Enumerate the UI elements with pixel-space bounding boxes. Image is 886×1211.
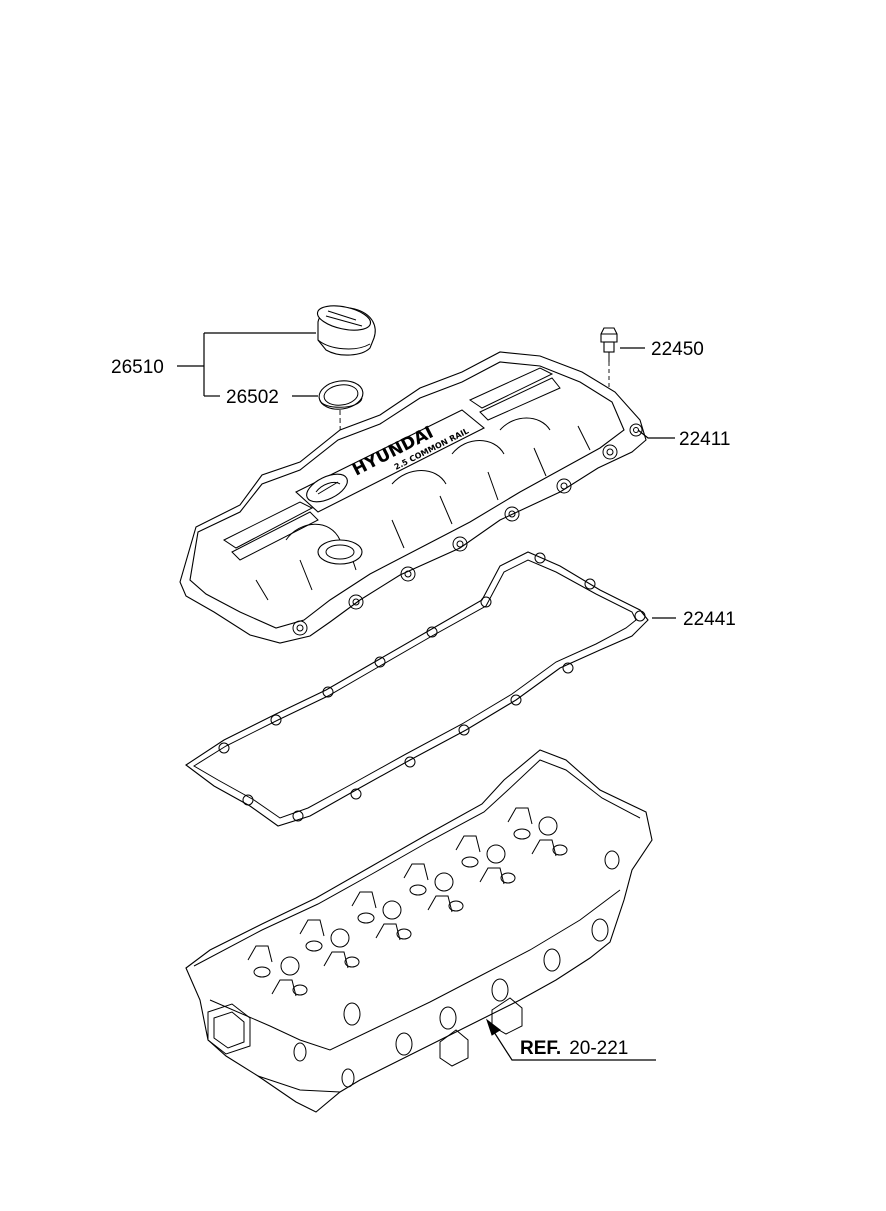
rocker-cover-gasket — [185, 551, 649, 827]
reference-label[interactable]: REF. 20-221 — [520, 1038, 628, 1059]
cylinder-head — [185, 749, 653, 1113]
reference-number: 20-221 — [569, 1038, 628, 1059]
rocker-cover: HYUNDAI 2.5 COMMON RAIL — [179, 351, 647, 644]
oil-filler-cap — [316, 305, 376, 356]
callout-22450[interactable]: 22450 — [651, 339, 704, 360]
oil-filler-gasket — [318, 380, 364, 410]
reference-prefix: REF. — [520, 1038, 561, 1059]
callout-22441[interactable]: 22441 — [683, 609, 736, 630]
leader-lines — [177, 332, 676, 1061]
callout-26510[interactable]: 26510 — [111, 357, 164, 378]
callout-26502[interactable]: 26502 — [226, 387, 279, 408]
vent-valve — [600, 327, 618, 362]
callout-22411[interactable]: 22411 — [679, 429, 730, 450]
